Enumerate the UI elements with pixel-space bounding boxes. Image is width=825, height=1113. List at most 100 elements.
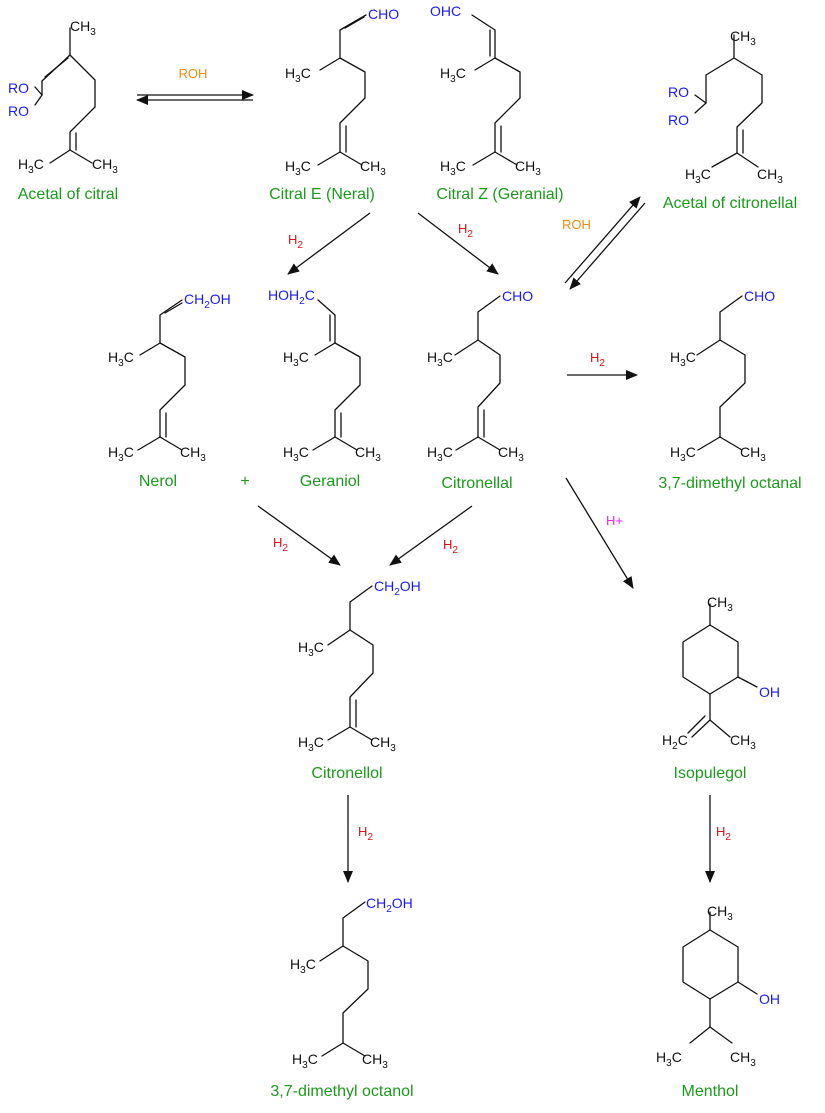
atom-label: H3C xyxy=(656,1049,682,1069)
reaction-arrow: H2 xyxy=(705,795,731,883)
structure-bonds xyxy=(682,603,758,738)
structure-bonds xyxy=(471,14,521,166)
atom-label: H3C xyxy=(298,734,324,754)
reagent-label: H2 xyxy=(273,535,288,554)
structure-bonds xyxy=(319,901,369,1057)
reagent-label: H2 xyxy=(458,221,473,240)
compound-name: Citronellol xyxy=(311,765,382,782)
equilibrium-arrow: ROH xyxy=(562,196,646,290)
atom-label: H3C xyxy=(292,1051,318,1071)
functional-group: CH2OH xyxy=(374,578,421,598)
functional-group: CHO xyxy=(502,288,533,304)
reagent-label: H2 xyxy=(716,824,731,843)
citronellal-structure: CHO H3C H3C CH3 Citronellal xyxy=(427,288,533,492)
atom-label: H3C xyxy=(298,639,324,659)
atom-label: CH3 xyxy=(515,158,541,178)
functional-group: CH2OH xyxy=(184,291,231,311)
atom-label: CH3 xyxy=(707,903,733,923)
reagent-label: H2 xyxy=(443,537,458,556)
compound-name: Isopulegol xyxy=(674,765,747,782)
reaction-arrow: H2 xyxy=(417,212,499,275)
citral-z-structure: OHC H3C H3C CH3 Citral Z (Geranial) xyxy=(430,3,564,203)
structure-bonds xyxy=(312,299,361,451)
structure-bonds xyxy=(327,585,374,741)
structure-bonds xyxy=(34,27,96,164)
functional-group: CHO xyxy=(368,6,399,22)
atom-label: CH3 xyxy=(362,1051,388,1071)
atom-label: CH3 xyxy=(92,156,118,176)
atom-label: H3C xyxy=(285,158,311,178)
atom-label: CH3 xyxy=(180,444,206,464)
ro-group: RO xyxy=(668,112,689,128)
atom-label: H3C xyxy=(670,444,696,464)
functional-group: CHO xyxy=(744,288,775,304)
atom-label: CH3 xyxy=(498,444,524,464)
functional-group: CH2OH xyxy=(366,895,413,915)
atom-label: H3C xyxy=(440,65,466,85)
ro-group: RO xyxy=(8,103,29,119)
structure-bonds xyxy=(454,295,501,451)
reaction-arrow: H2 xyxy=(287,212,371,275)
functional-group: OH xyxy=(759,991,780,1007)
functional-group: HOH2C xyxy=(268,287,315,307)
atom-label: H3C xyxy=(290,956,316,976)
reaction-arrow: H+ xyxy=(565,477,634,589)
atom-label: H3C xyxy=(427,349,453,369)
ro-group: RO xyxy=(668,84,689,100)
atom-label: H3C xyxy=(18,156,44,176)
reagent-label: ROH xyxy=(562,217,591,232)
reagent-label: H2 xyxy=(288,232,303,251)
atom-label: CH3 xyxy=(740,444,766,464)
dimethyl-octanal-structure: CHO H3C H3C CH3 3,7-dimethyl octanal xyxy=(658,288,801,492)
citronellol-structure: CH2OH H3C H3C CH3 Citronellol xyxy=(298,578,421,782)
structure-bonds xyxy=(682,911,758,1044)
atom-label: CH3 xyxy=(707,594,733,614)
compound-name: Citronellal xyxy=(441,475,512,492)
atom-label: H3C xyxy=(108,349,134,369)
structure-bonds xyxy=(694,34,763,168)
reaction-arrow: H2 xyxy=(567,350,638,380)
functional-group: OH xyxy=(759,684,780,700)
structure-bonds xyxy=(696,295,746,451)
atom-label: CH3 xyxy=(730,28,756,48)
atom-label: CH3 xyxy=(360,158,386,178)
atom-label: H3C xyxy=(108,444,134,464)
atom-label: H3C xyxy=(285,65,311,85)
atom-label: H3C xyxy=(685,166,711,186)
compound-name: Acetal of citronellal xyxy=(663,195,797,212)
structure-bonds xyxy=(317,14,367,166)
atom-label: H3C xyxy=(283,444,309,464)
reaction-arrow: H2 xyxy=(257,505,341,566)
acetal-of-citronellal-structure: CH3 RO RO H3C CH3 Acetal of citronellal xyxy=(663,28,797,212)
menthol-structure: CH3 OH H3C CH3 Menthol xyxy=(656,903,780,1100)
atom-label: CH3 xyxy=(730,1049,756,1069)
compound-name: Nerol xyxy=(139,473,177,490)
atom-label: CH3 xyxy=(757,166,783,186)
reaction-arrow: H2 xyxy=(343,795,373,883)
compound-name: Citral E (Neral) xyxy=(269,186,375,203)
ro-group: RO xyxy=(8,80,29,96)
compound-name: 3,7-dimethyl octanol xyxy=(270,1083,413,1100)
compound-name: Citral Z (Geranial) xyxy=(436,186,563,203)
geraniol-structure: HOH2C H3C H3C CH3 Geraniol xyxy=(268,287,381,490)
reaction-arrow: H2 xyxy=(389,505,473,566)
reagent-label: H+ xyxy=(606,513,623,528)
compound-name: Geraniol xyxy=(300,473,360,490)
reagent-label: H2 xyxy=(590,350,605,369)
plus-sign: + xyxy=(240,473,249,490)
compound-name: Menthol xyxy=(682,1083,739,1100)
reagent-label: ROH xyxy=(179,66,208,81)
atom-label: CH3 xyxy=(355,444,381,464)
isopulegol-structure: CH3 OH H2C CH3 Isopulegol xyxy=(662,594,780,782)
atom-label: H3C xyxy=(670,349,696,369)
atom-label: H3C xyxy=(283,349,309,369)
nerol-structure: CH2OH H3C H3C CH3 Nerol xyxy=(108,291,231,490)
citral-e-structure: CHO H3C H3C CH3 Citral E (Neral) xyxy=(269,6,399,203)
acetal-of-citral-structure: CH3 RO RO H3C CH3 Acetal of citral xyxy=(8,18,118,203)
atom-label: CH3 xyxy=(730,732,756,752)
compound-name: 3,7-dimethyl octanal xyxy=(658,475,801,492)
atom-label: H3C xyxy=(440,158,466,178)
functional-group: OHC xyxy=(430,3,461,19)
dimethyl-octanol-structure: CH2OH H3C H3C CH3 3,7-dimethyl octanol xyxy=(270,895,413,1100)
